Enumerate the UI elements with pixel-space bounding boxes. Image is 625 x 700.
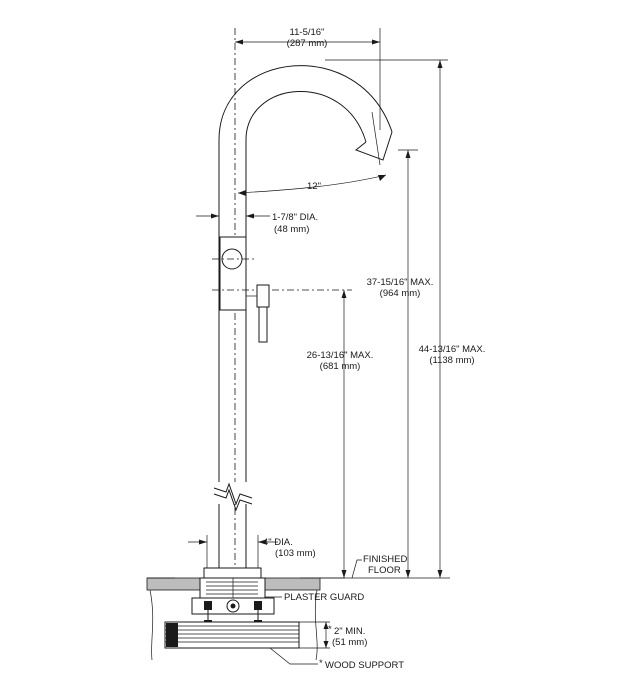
dimension-labels: 11-5/16" (287 mm) 12" 1-7/8" DIA. (48 mm…: [263, 27, 485, 671]
control-valve-body: [212, 236, 352, 343]
finished-floor-line2: FLOOR: [368, 565, 401, 576]
spout-height-metric: (964 mm): [380, 288, 421, 299]
support-depth-metric: (51 mm): [332, 637, 367, 648]
support-depth-asterisk: *: [328, 624, 332, 635]
overall-height-metric: (1138 mm): [429, 355, 474, 366]
pipe-diameter-imperial: 1-7/8" DIA.: [272, 212, 318, 223]
spout-height-imperial: 37-15/16" MAX.: [367, 277, 434, 288]
spout-reach-metric: (287 mm): [287, 38, 328, 49]
spout-radius-label: 12": [307, 181, 321, 192]
wood-support-label: WOOD SUPPORT: [325, 660, 404, 671]
plaster-guard-label: PLASTER GUARD: [284, 592, 364, 603]
dimension-lines: [188, 28, 450, 665]
support-depth-imperial: 2" MIN.: [334, 626, 365, 637]
finished-floor-line1: FINISHED: [363, 554, 407, 565]
wood-support-asterisk: *: [319, 658, 323, 669]
break-symbol: [213, 482, 253, 512]
spout-reach-imperial: 11-5/16": [290, 27, 325, 38]
handle-height-imperial: 26-13/16" MAX.: [307, 350, 374, 361]
handle-height-metric: (681 mm): [320, 361, 361, 372]
pipe-diameter-metric: (48 mm): [274, 224, 309, 235]
base-diameter-metric: (103 mm): [275, 548, 316, 559]
floor-assembly: [146, 567, 345, 661]
overall-height-imperial: 44-13/16" MAX.: [419, 344, 486, 355]
base-diameter-imperial: 4" DIA.: [263, 537, 293, 548]
